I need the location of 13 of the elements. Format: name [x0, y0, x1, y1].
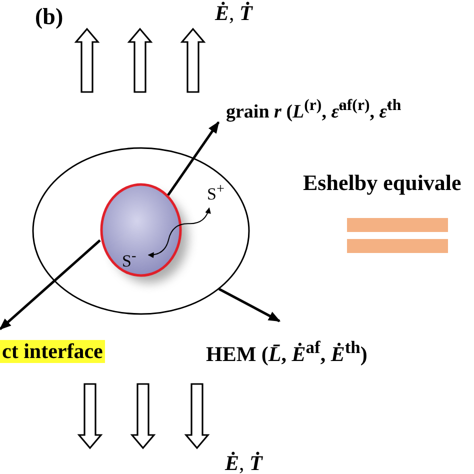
- grain-label: grain r (L$^{(r)}$, ε̇$^{af(r)}$, ε̇$^{th}$: [226, 97, 402, 124]
- equivalence-label: Eshelby equivale: [303, 171, 462, 196]
- panel-label: (b): [35, 4, 64, 30]
- wavy-arrow: [148, 207, 211, 258]
- charge-label: S$^{+}$: [207, 182, 224, 204]
- leader-line: [218, 288, 281, 322]
- charge-label: S$^{-}$: [122, 249, 136, 272]
- hem-label: HEM (L̄, Ė$^{af}$, Ė$^{th}$): [206, 338, 368, 366]
- load-label: Ė, Ṫ: [215, 2, 252, 26]
- load-label: Ė, Ṫ: [225, 452, 262, 474]
- interface-label: ct interface: [0, 340, 105, 364]
- leader-line: [167, 121, 220, 196]
- leader-line: [0, 239, 101, 330]
